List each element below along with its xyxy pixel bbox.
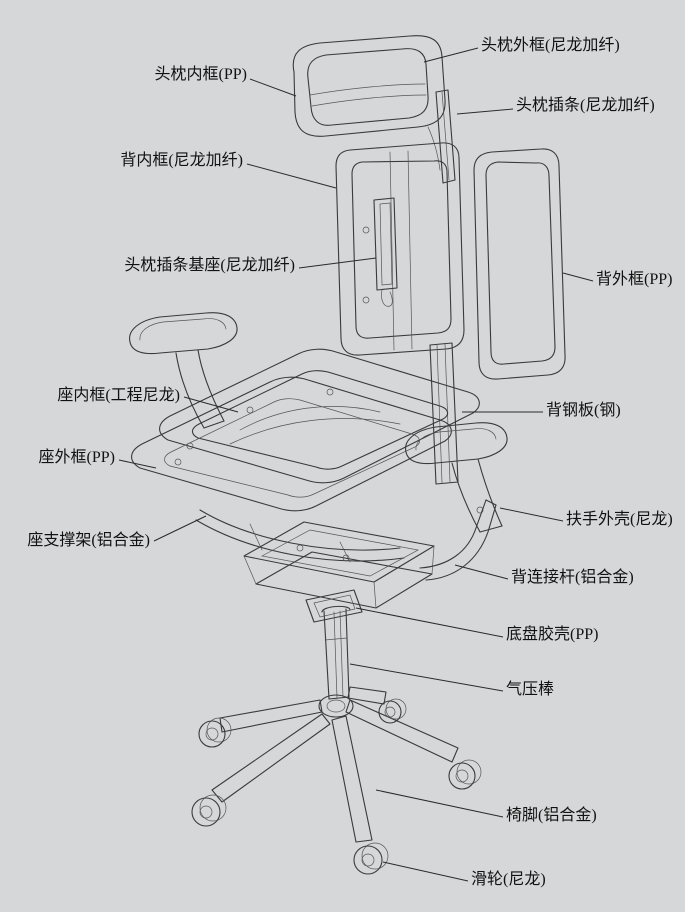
label-caster-wheel: 滑轮(尼龙) xyxy=(471,871,546,888)
label-chair-base: 椅脚(铝合金) xyxy=(506,807,597,824)
chassis-shell-part xyxy=(305,589,363,623)
leader-back-inner-frame xyxy=(246,163,337,189)
back-inner-frame-part xyxy=(335,142,465,356)
leader-chair-base xyxy=(375,789,504,818)
leader-headrest-insert-strip xyxy=(456,108,514,115)
caster-left xyxy=(198,717,232,748)
label-seat-outer-frame: 座外框(PP) xyxy=(38,449,115,466)
label-back-connecting-rod: 背连接杆(铝合金) xyxy=(511,569,634,586)
mechanism-group xyxy=(243,521,435,609)
leader-lines xyxy=(118,47,594,882)
leader-armrest-shell xyxy=(499,507,564,522)
leader-back-outer-frame xyxy=(562,272,594,282)
leader-seat-inner-frame xyxy=(183,396,239,413)
caster-upper-right xyxy=(378,698,407,724)
caster-lower-left xyxy=(191,794,227,827)
label-headrest-insert-strip: 头枕插条(尼龙加纤) xyxy=(516,97,655,114)
leader-caster-wheel xyxy=(382,861,469,882)
label-gas-lift-rod: 气压棒 xyxy=(506,681,555,698)
caster-wheels-group xyxy=(191,698,482,875)
caster-right xyxy=(448,759,482,790)
seat-support-frame-part xyxy=(195,509,405,563)
leader-headrest-inner-frame xyxy=(249,78,297,97)
caster-bottom xyxy=(353,842,389,875)
label-back-inner-frame: 背内框(尼龙加纤) xyxy=(120,152,243,169)
label-back-outer-frame: 背外框(PP) xyxy=(596,271,673,288)
label-seat-inner-frame: 座内框(工程尼龙) xyxy=(57,387,180,404)
back-connecting-rod-part xyxy=(419,499,497,581)
label-back-steel-plate: 背钢板(钢) xyxy=(546,402,621,419)
leader-headrest-insert-base xyxy=(298,257,377,269)
leader-back-connecting-rod xyxy=(454,564,509,580)
back-outer-frame-part xyxy=(473,148,566,380)
leader-seat-support-frame xyxy=(153,515,207,542)
gas-lift-part xyxy=(321,605,351,700)
label-chassis-shell: 底盘胶壳(PP) xyxy=(506,626,599,643)
headrest-group xyxy=(292,35,446,171)
leader-seat-outer-frame xyxy=(118,459,157,469)
leader-gas-lift-rod xyxy=(349,663,504,692)
label-headrest-insert-base: 头枕插条基座(尼龙加纤) xyxy=(124,257,295,274)
left-armrest-part xyxy=(129,312,238,429)
label-headrest-outer-frame: 头枕外框(尼龙加纤) xyxy=(481,37,620,54)
leader-headrest-outer-frame xyxy=(423,47,479,63)
base-group xyxy=(211,686,459,843)
label-seat-support-frame: 座支撑架(铝合金) xyxy=(27,532,150,549)
label-headrest-inner-frame: 头枕内框(PP) xyxy=(154,66,247,83)
headrest-insert-base-part xyxy=(373,197,398,307)
label-armrest-shell: 扶手外壳(尼龙) xyxy=(566,511,673,528)
headrest-insert-strip-part xyxy=(435,89,456,184)
leader-chassis-shell xyxy=(355,607,504,638)
seat-outer-frame-part xyxy=(131,376,452,512)
seat-inner-frame-part xyxy=(159,348,480,484)
